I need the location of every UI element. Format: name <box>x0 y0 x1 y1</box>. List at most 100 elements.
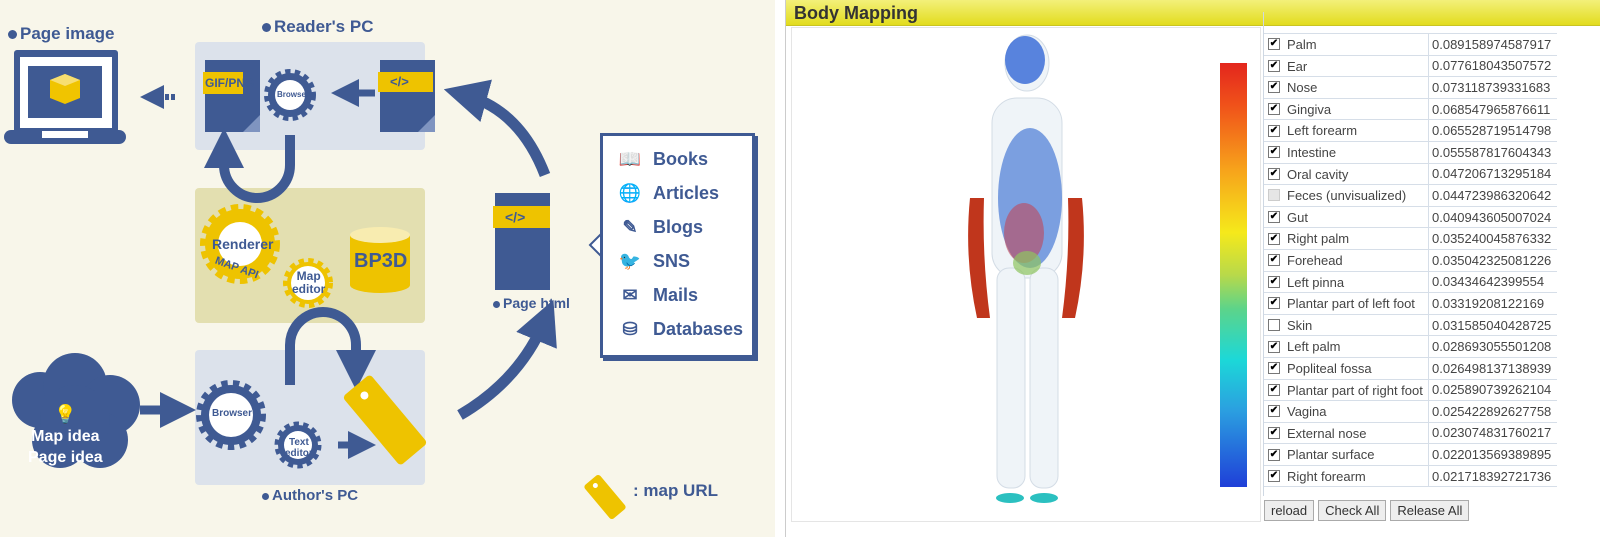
source-label: Books <box>653 148 709 169</box>
region-value: 0.028693055501208 <box>1432 339 1552 355</box>
region-value: 0.065528719514798 <box>1432 123 1552 139</box>
arrow-to-reader <box>443 79 551 177</box>
code-tag-label: </> <box>390 74 409 89</box>
row-checkbox[interactable]: ✔ <box>1268 232 1280 245</box>
region-value: 0.035042325081226 <box>1432 252 1552 268</box>
row-checkbox[interactable]: ✔ <box>1268 146 1280 159</box>
code-tag-label-page: </> <box>505 209 526 225</box>
source-sns: 🐦 SNS <box>603 244 752 278</box>
row-checkbox[interactable]: ✔ <box>1268 124 1280 137</box>
page-image-label: Page image <box>8 24 115 44</box>
region-value: 0.073118739331683 <box>1432 79 1551 95</box>
region-name: Feces (unvisualized) <box>1284 185 1429 206</box>
row-checkbox[interactable]: ✔ <box>1268 167 1280 180</box>
bird-icon: 🐦 <box>618 250 642 271</box>
row-checkbox[interactable]: ✔ <box>1268 275 1280 288</box>
region-name: Left forearm <box>1284 120 1429 141</box>
check-all-button[interactable]: Check All <box>1318 500 1387 521</box>
laptop-icon <box>4 50 126 144</box>
region-value: 0.055587817604343 <box>1432 144 1552 160</box>
source-label: SNS <box>653 250 691 271</box>
region-name: Gut <box>1284 206 1429 228</box>
region-value: 0.03319208122169 <box>1432 295 1545 311</box>
row-checkbox[interactable]: ✔ <box>1268 470 1280 483</box>
region-name: Skin <box>1284 314 1429 336</box>
region-name: Forehead <box>1284 249 1429 271</box>
browser-label: Browser <box>277 90 310 99</box>
workflow-diagram: Page image Reader's PC GIF/PNG Browser <… <box>0 0 775 537</box>
row-checkbox[interactable]: ✔ <box>1268 38 1280 51</box>
region-name: Right forearm <box>1284 465 1429 487</box>
idea-cloud-icon <box>12 353 140 468</box>
row-checkbox[interactable]: ✔ <box>1268 81 1280 94</box>
table-row: Feces (unvisualized)0.044723986320642 <box>1264 185 1557 207</box>
region-value: 0.031585040428725 <box>1432 317 1552 333</box>
row-checkbox[interactable]: ✔ <box>1268 297 1280 310</box>
source-books: 📖 Books <box>603 142 752 176</box>
legend-tag-icon <box>584 474 626 520</box>
reload-button[interactable]: reload <box>1264 500 1315 521</box>
row-checkbox[interactable]: ✔ <box>1268 211 1280 224</box>
map-url-tag-icon <box>343 375 427 465</box>
row-checkbox[interactable]: ✔ <box>1268 383 1280 396</box>
region-value: 0.025422892627758 <box>1432 403 1552 419</box>
region-value: 0.021718392721736 <box>1432 468 1552 484</box>
region-value: 0.026498137138939 <box>1432 360 1552 376</box>
3d-body-viewer[interactable] <box>791 27 1261 522</box>
region-name: Left pinna <box>1284 271 1429 293</box>
left-forearm-region <box>1062 198 1084 318</box>
body-model <box>968 34 1084 503</box>
source-blogs: ✎Blogs <box>603 210 752 244</box>
row-checkbox[interactable]: ✔ <box>1268 426 1280 439</box>
region-name: Oral cavity <box>1284 163 1429 185</box>
source-databases: ⛁Databases <box>603 312 752 346</box>
release-all-button[interactable]: Release All <box>1390 500 1470 521</box>
source-label: Mails <box>653 284 699 305</box>
region-value: 0.023074831760217 <box>1432 425 1552 441</box>
sources-list: 📖Books🌐Articles✎Blogs🐦SNS✉Mails⛁Database… <box>600 133 755 358</box>
authors-pc-label: Author's PC <box>262 487 358 504</box>
source-label: Databases <box>653 318 744 339</box>
row-checkbox[interactable]: ✔ <box>1268 340 1280 353</box>
pencil-icon: ✎ <box>622 216 638 237</box>
source-articles: 🌐Articles <box>603 176 752 210</box>
bp3d-database-icon <box>350 227 410 293</box>
row-checkbox[interactable] <box>1268 319 1280 332</box>
region-name: Right palm <box>1284 228 1429 249</box>
row-checkbox[interactable]: ✔ <box>1268 448 1280 461</box>
u-arrow-author <box>285 307 376 390</box>
row-checkbox[interactable]: ✔ <box>1268 103 1280 116</box>
region-name: Plantar surface <box>1284 444 1429 465</box>
row-checkbox[interactable]: ✔ <box>1268 254 1280 267</box>
color-scale-bar <box>1220 63 1247 487</box>
window-title: Body Mapping <box>794 3 918 23</box>
row-checkbox[interactable]: ✔ <box>1268 362 1280 375</box>
region-value: 0.077618043507572 <box>1432 58 1552 74</box>
book-icon: 📖 <box>618 148 642 169</box>
region-value: 0.022013569389895 <box>1432 447 1552 463</box>
row-checkbox[interactable]: ✔ <box>1268 405 1280 418</box>
region-name: Ear <box>1284 55 1429 77</box>
region-value: 0.03434642399554 <box>1432 274 1545 290</box>
row-checkbox[interactable]: ✔ <box>1268 59 1280 72</box>
renderer-label: Renderer <box>212 236 274 252</box>
u-arrow <box>204 128 295 203</box>
region-name: Vagina <box>1284 401 1429 422</box>
title-bar: Body Mapping <box>786 0 1600 26</box>
